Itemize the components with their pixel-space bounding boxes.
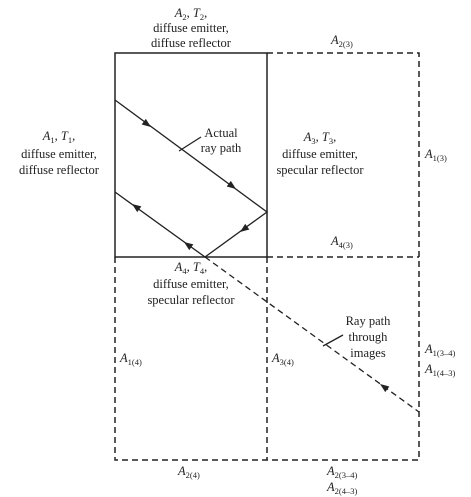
label-a2-4: A2(4): [177, 464, 200, 480]
top-surface-line1: diffuse emitter,: [153, 21, 229, 35]
ray-arrow-3: [240, 223, 250, 232]
images-ray-leader: [322, 334, 344, 347]
ray-arrow-6: [380, 384, 390, 393]
left-surface-line2: diffuse reflector: [19, 163, 100, 177]
bottom-surface-line1: diffuse emitter,: [153, 277, 229, 291]
right-surface-line2: specular reflector: [276, 163, 364, 177]
label-a1-4-3: A1(4–3): [424, 362, 455, 378]
actual-ray-label-line2: ray path: [201, 141, 242, 155]
right-surface-symbols: A3, T3,: [303, 130, 336, 146]
ray-arrow-1: [141, 118, 151, 127]
right-surface-line1: diffuse emitter,: [282, 147, 358, 161]
label-a1-4: A1(4): [119, 351, 142, 367]
label-a2-3: A2(3): [330, 33, 353, 49]
bottom-surface-symbols: A4, T4,: [174, 260, 207, 276]
actual-ray-leader: [178, 136, 202, 152]
actual-ray-path: [114, 99, 269, 258]
images-ray-label-line2: through: [349, 330, 389, 344]
label-a4-3: A4(3): [330, 234, 353, 250]
label-a2-4-3: A2(4–3): [326, 480, 357, 496]
top-surface-line2: diffuse reflector: [151, 36, 232, 50]
enclosure-outline: [114, 52, 268, 258]
bottom-surface-line2: specular reflector: [147, 293, 235, 307]
ray-arrow-4: [184, 242, 194, 251]
left-surface-line1: diffuse emitter,: [21, 147, 97, 161]
ray-arrow-2: [226, 180, 236, 189]
images-ray-label-line3: images: [350, 346, 386, 360]
left-surface-symbols: A1, T1,: [42, 129, 75, 145]
top-surface-symbols: A2, T2,: [174, 6, 207, 22]
label-a3-4: A3(4): [271, 351, 294, 367]
actual-ray-label-line1: Actual: [204, 126, 238, 140]
label-a1-3: A1(3): [424, 147, 447, 163]
ray-arrow-5: [132, 204, 142, 213]
images-ray-label-line1: Ray path: [346, 314, 392, 328]
label-a2-3-4: A2(3–4): [326, 464, 357, 480]
label-a1-3-4: A1(3–4): [424, 342, 455, 358]
image-enclosure-right-outline: [267, 52, 420, 257]
